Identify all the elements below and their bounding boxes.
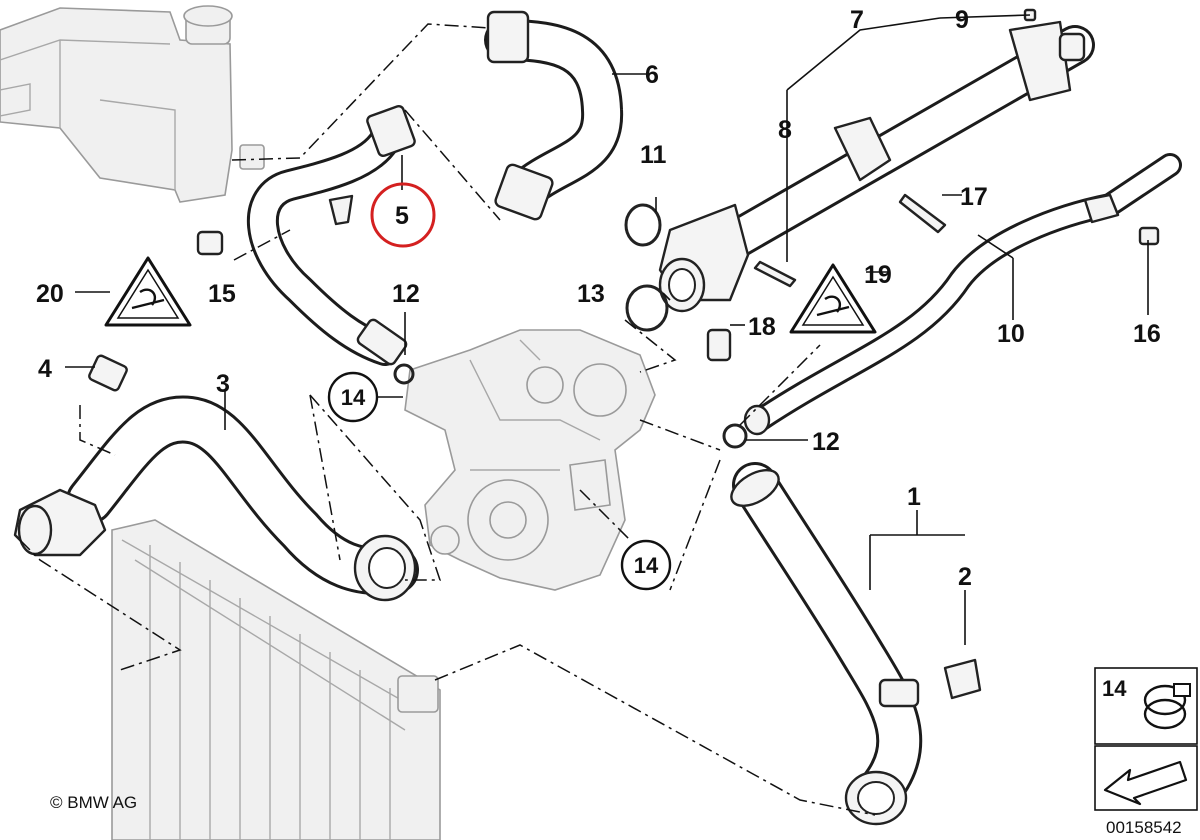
water-pump-housing — [404, 329, 656, 591]
coolant-rail-7 — [658, 20, 1095, 313]
install-direction-arrow-icon — [1103, 760, 1188, 806]
hose-clamp-icon — [1143, 683, 1191, 730]
callout-3: 3 — [216, 370, 230, 398]
callout-18: 18 — [748, 313, 776, 341]
hot-coolant-warning-icon-2 — [789, 263, 877, 334]
callout-15: 15 — [208, 280, 236, 308]
callout-labels: 1 2 3 4 5 6 7 8 9 10 11 12 12 13 15 16 1… — [36, 6, 1161, 591]
legend-label: 14 — [1102, 676, 1127, 701]
coolant-pipe-10 — [743, 153, 1182, 436]
leader-lines — [19, 14, 1149, 816]
callout-9: 9 — [955, 6, 969, 34]
drawing-number: 00158542 — [1106, 818, 1182, 837]
hose-1 — [730, 462, 923, 826]
callout-5: 5 — [395, 202, 409, 230]
callout-20: 20 — [36, 280, 64, 308]
o-rings — [393, 203, 748, 449]
callout-12b: 12 — [812, 428, 840, 456]
callout-7: 7 — [850, 6, 864, 34]
legend-install-direction — [1094, 745, 1198, 811]
callout-19: 19 — [864, 261, 892, 289]
svg-text:14: 14 — [634, 553, 659, 578]
callout-2: 2 — [958, 563, 972, 591]
callout-10: 10 — [997, 320, 1025, 348]
circled-callout-14b: 14 — [620, 539, 672, 591]
callout-17: 17 — [960, 183, 988, 211]
callout-4: 4 — [38, 355, 52, 383]
legend-hose-clamp: 14 — [1094, 667, 1198, 745]
callout-6: 6 — [645, 61, 659, 89]
hot-coolant-warning-icon — [104, 256, 192, 327]
highlight-circle — [370, 182, 436, 248]
callout-16: 16 — [1133, 320, 1161, 348]
expansion-tank — [0, 5, 265, 203]
callout-1: 1 — [907, 483, 921, 511]
hose-5 — [246, 104, 416, 366]
callout-8: 8 — [778, 116, 792, 144]
callout-12a: 12 — [392, 280, 420, 308]
callout-13: 13 — [577, 280, 605, 308]
small-hardware — [88, 8, 1160, 700]
copyright: © BMW AG — [50, 793, 137, 812]
callout-11: 11 — [640, 141, 667, 169]
radiator — [111, 519, 441, 840]
hose-3 — [13, 395, 419, 602]
circled-callout-14a: 14 — [327, 371, 379, 423]
svg-text:14: 14 — [341, 385, 366, 410]
hose-6 — [484, 10, 624, 221]
